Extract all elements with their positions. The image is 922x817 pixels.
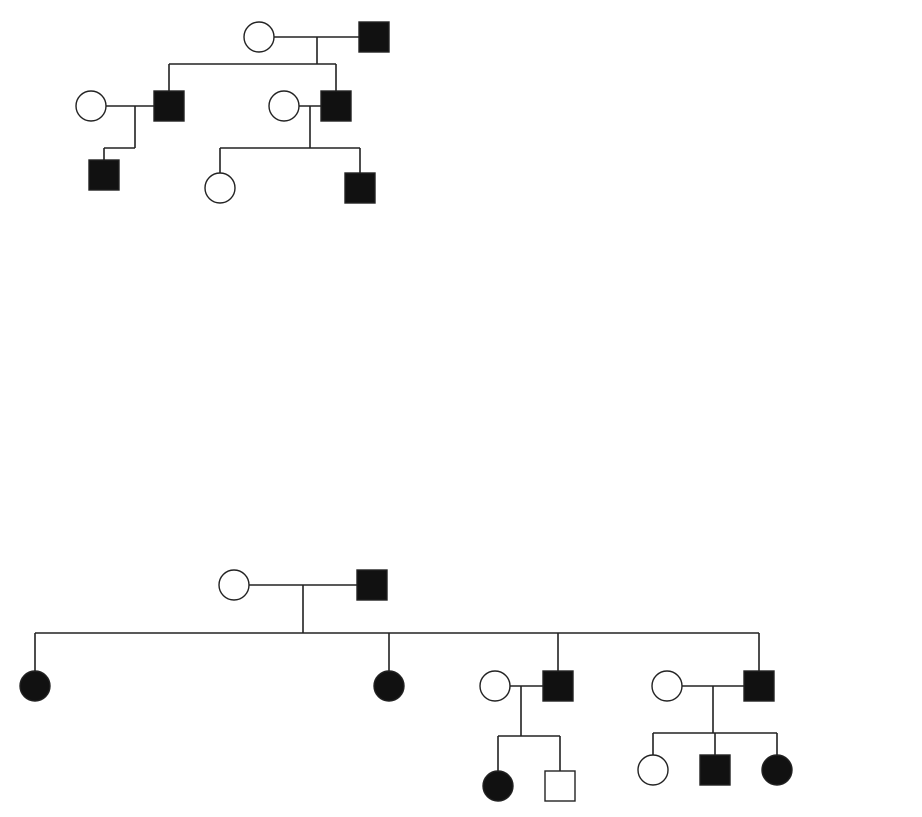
unaffected-male-symbol [544,770,576,802]
unaffected-female-symbol [75,90,107,122]
unaffected-female-symbol [651,670,683,702]
affected-female-symbol [482,770,514,802]
affected-male-symbol [358,21,390,53]
unaffected-female-symbol [204,172,236,204]
unaffected-female-symbol [218,569,250,601]
affected-male-symbol [542,670,574,702]
unaffected-female-symbol [637,754,669,786]
unaffected-female-symbol [479,670,511,702]
affected-male-symbol [153,90,185,122]
unaffected-female-symbol [268,90,300,122]
affected-male-symbol [743,670,775,702]
affected-female-symbol [373,670,405,702]
unaffected-female-symbol [243,21,275,53]
affected-male-symbol [320,90,352,122]
affected-male-symbol [344,172,376,204]
affected-male-symbol [356,569,388,601]
affected-male-symbol [699,754,731,786]
affected-female-symbol [19,670,51,702]
affected-male-symbol [88,159,120,191]
affected-female-symbol [761,754,793,786]
